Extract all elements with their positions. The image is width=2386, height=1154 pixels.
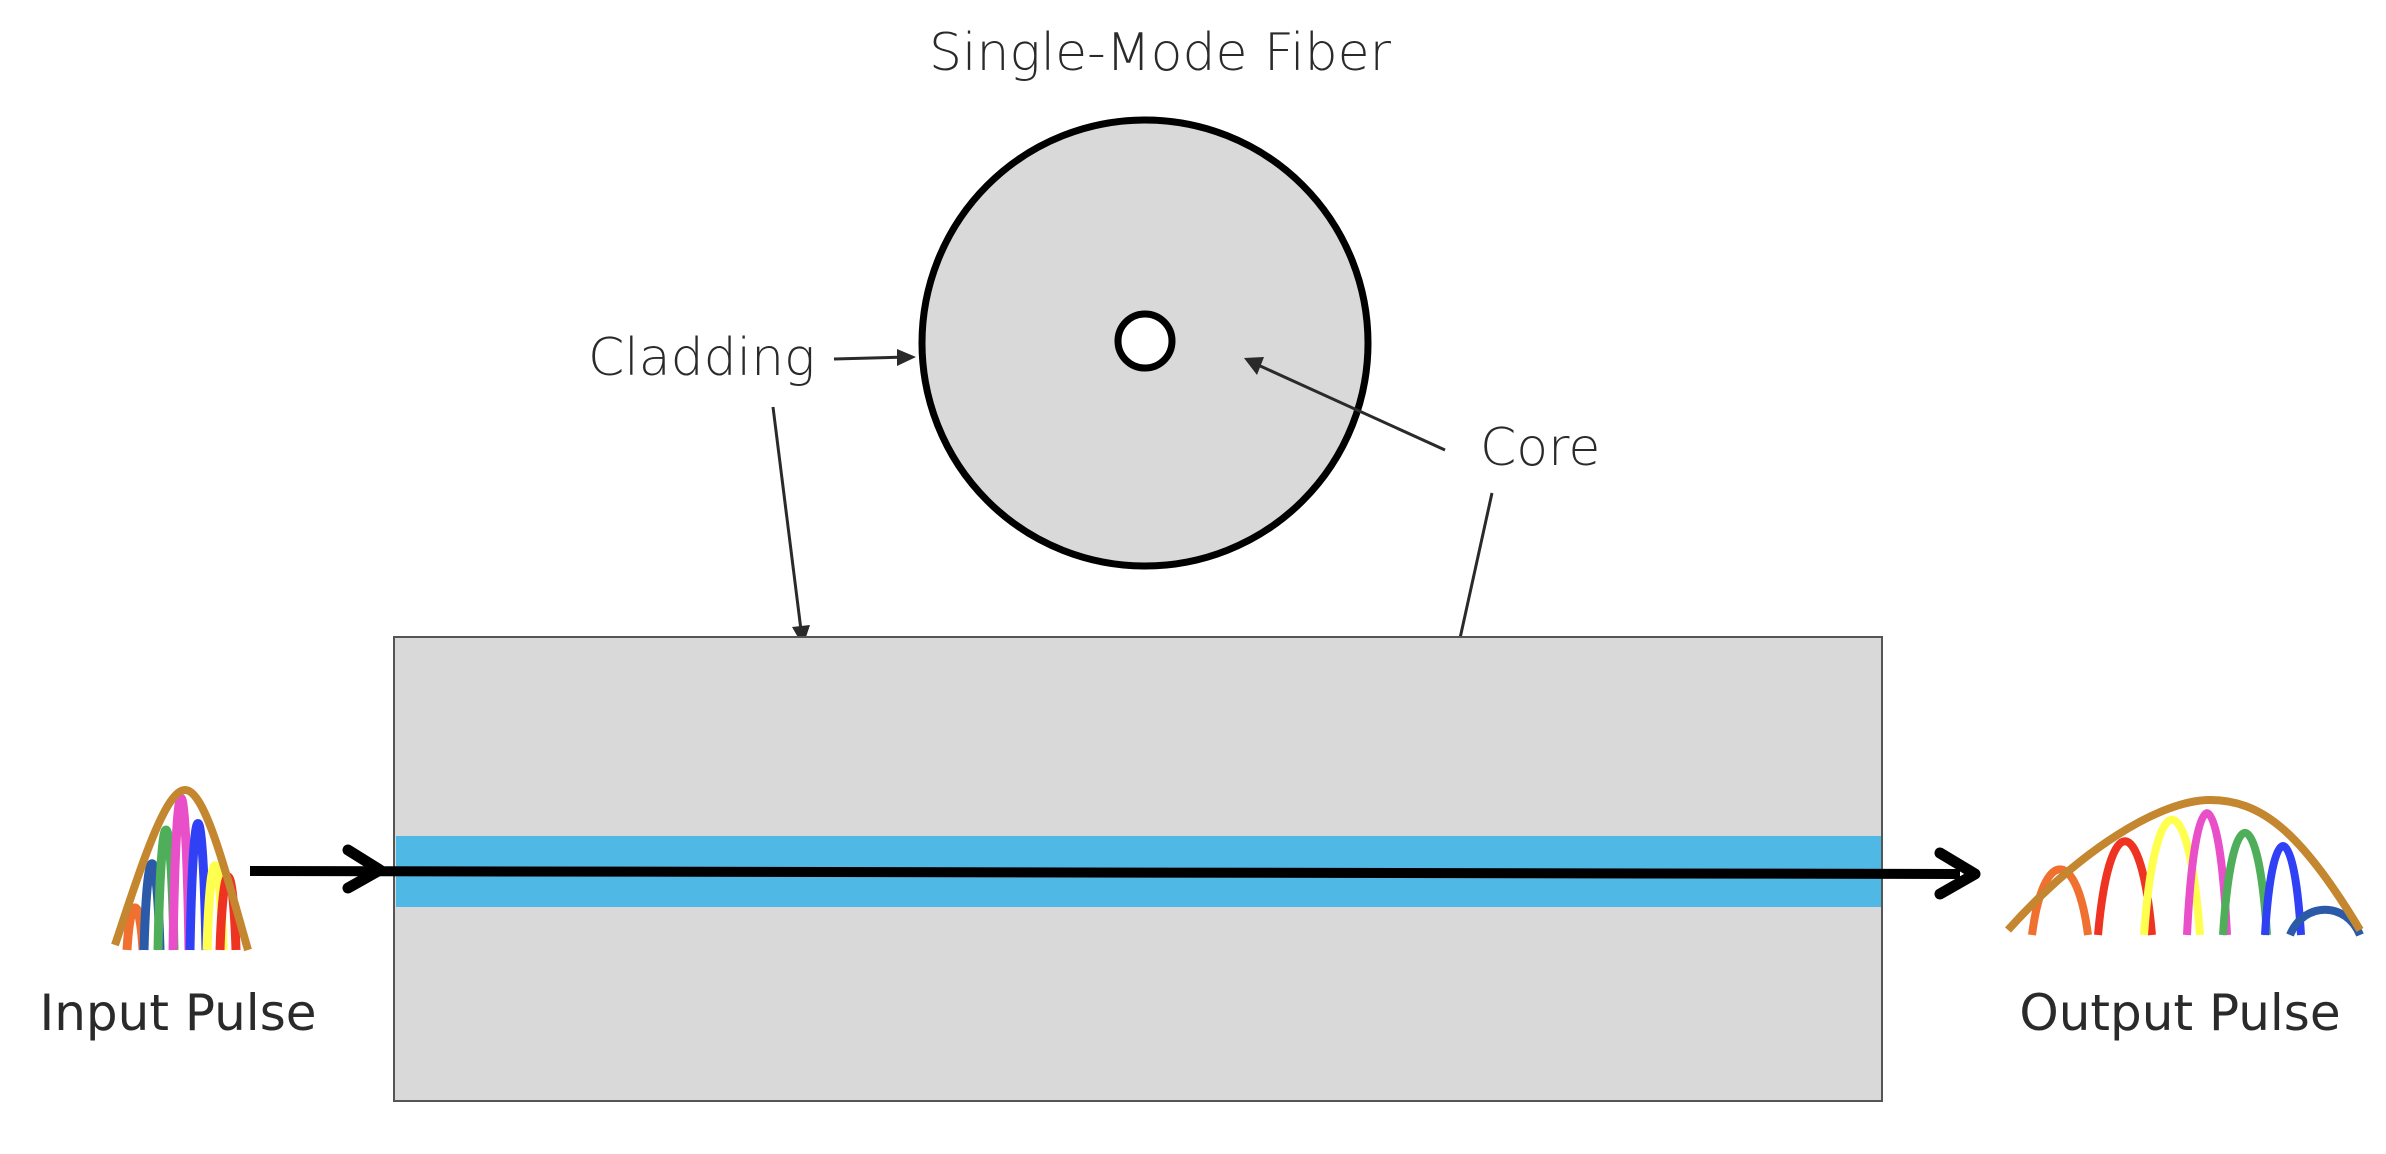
input-pulse-component — [185, 819, 211, 951]
core-arrow-to-circle — [1244, 357, 1446, 452]
input-pulse-label: Input Pulse — [39, 984, 316, 1042]
cladding-arrow-to-fiber — [771, 406, 810, 646]
output-arrow-icon — [1934, 847, 1981, 900]
input-pulse-envelope — [111, 785, 252, 952]
cladding-arrow-to-circle — [833, 349, 916, 366]
light-path — [249, 866, 1961, 879]
output-pulse-component — [2183, 809, 2231, 936]
output-pulse-label: Output Pulse — [2019, 984, 2340, 1042]
diagram-title: Single-Mode Fiber — [929, 23, 1392, 83]
output-pulse-component — [2261, 842, 2305, 936]
input-pulse-component — [168, 793, 194, 951]
output-pulse-envelope — [2005, 795, 2364, 933]
core-cross-section — [1114, 310, 1176, 372]
input-pulse-graphic — [111, 785, 252, 952]
input-arrow-icon — [342, 844, 386, 894]
output-pulse-graphic — [2005, 795, 2364, 937]
output-pulse-component — [2219, 828, 2271, 936]
output-pulse-component — [2028, 865, 2092, 936]
cladding-label: Cladding — [588, 328, 815, 388]
core-label: Core — [1480, 418, 1600, 478]
